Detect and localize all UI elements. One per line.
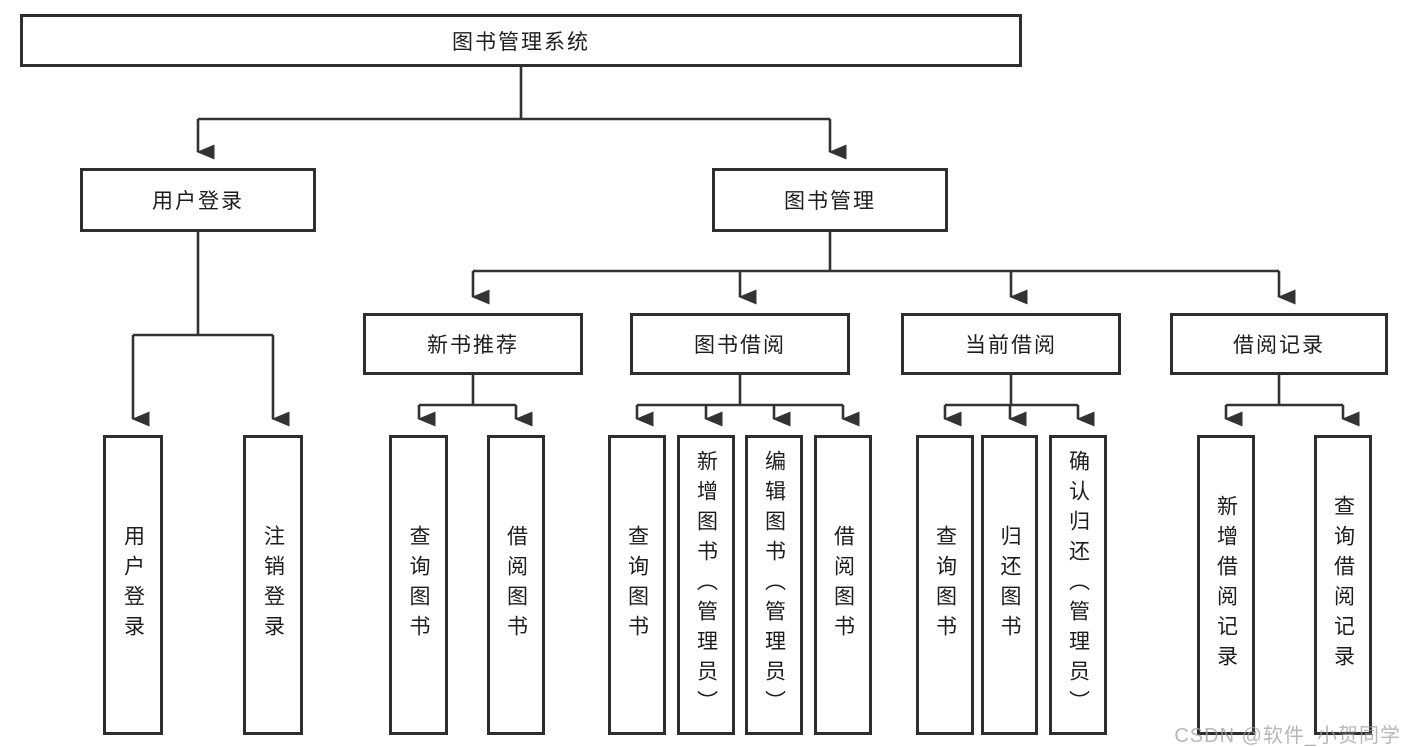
leaf-query-books-current: 查询图书 — [916, 435, 974, 735]
leaf-borrow-books-recommend: 借阅图书 — [487, 435, 545, 735]
node-label: 确认归还（管理员） — [1066, 450, 1090, 720]
leaf-borrow-books: 借阅图书 — [814, 435, 872, 735]
leaf-query-books-recommend: 查询图书 — [389, 435, 448, 735]
node-label: 图书管理 — [784, 190, 876, 213]
leaf-edit-book-admin: 编辑图书（管理员） — [745, 435, 803, 735]
leaf-confirm-return-admin: 确认归还（管理员） — [1049, 435, 1107, 735]
csdn-watermark: CSDN @软件_小贺同学 — [1174, 725, 1401, 747]
node-new-book-recommend: 新书推荐 — [363, 313, 583, 375]
leaf-logout: 注销登录 — [243, 435, 303, 735]
node-label: 查询借阅记录 — [1331, 495, 1355, 675]
node-label: 归还图书 — [998, 525, 1021, 645]
leaf-add-book-admin: 新增图书（管理员） — [677, 435, 735, 735]
node-label: 新增图书（管理员） — [694, 450, 718, 720]
node-label: 查询图书 — [933, 525, 957, 645]
node-label: 图书借阅 — [694, 334, 786, 357]
node-label: 借阅记录 — [1233, 334, 1325, 357]
node-label: 编辑图书（管理员） — [762, 450, 786, 720]
node-label: 用户登录 — [152, 190, 244, 213]
node-label: 查询图书 — [625, 525, 649, 645]
node-label: 图书管理系统 — [452, 30, 590, 54]
node-current-borrow: 当前借阅 — [901, 313, 1121, 375]
node-book-management: 图书管理 — [712, 168, 948, 232]
node-label: 新增借阅记录 — [1214, 495, 1238, 675]
node-label: 借阅图书 — [504, 525, 528, 645]
node-label: 查询图书 — [407, 525, 430, 645]
leaf-user-login: 用户登录 — [103, 435, 163, 735]
leaf-query-books-borrow: 查询图书 — [608, 435, 666, 735]
node-label: 借阅图书 — [831, 525, 855, 645]
leaf-query-borrow-record: 查询借阅记录 — [1314, 435, 1372, 735]
node-label: 新书推荐 — [427, 334, 519, 357]
node-label: 当前借阅 — [965, 334, 1057, 357]
node-borrow-records: 借阅记录 — [1170, 313, 1388, 375]
node-label: 用户登录 — [121, 525, 145, 645]
leaf-return-book: 归还图书 — [981, 435, 1038, 735]
node-label: 注销登录 — [261, 525, 285, 645]
node-book-borrow: 图书借阅 — [630, 313, 850, 375]
node-user-login: 用户登录 — [80, 168, 316, 232]
leaf-add-borrow-record: 新增借阅记录 — [1197, 435, 1255, 735]
node-library-management-system: 图书管理系统 — [20, 14, 1022, 67]
